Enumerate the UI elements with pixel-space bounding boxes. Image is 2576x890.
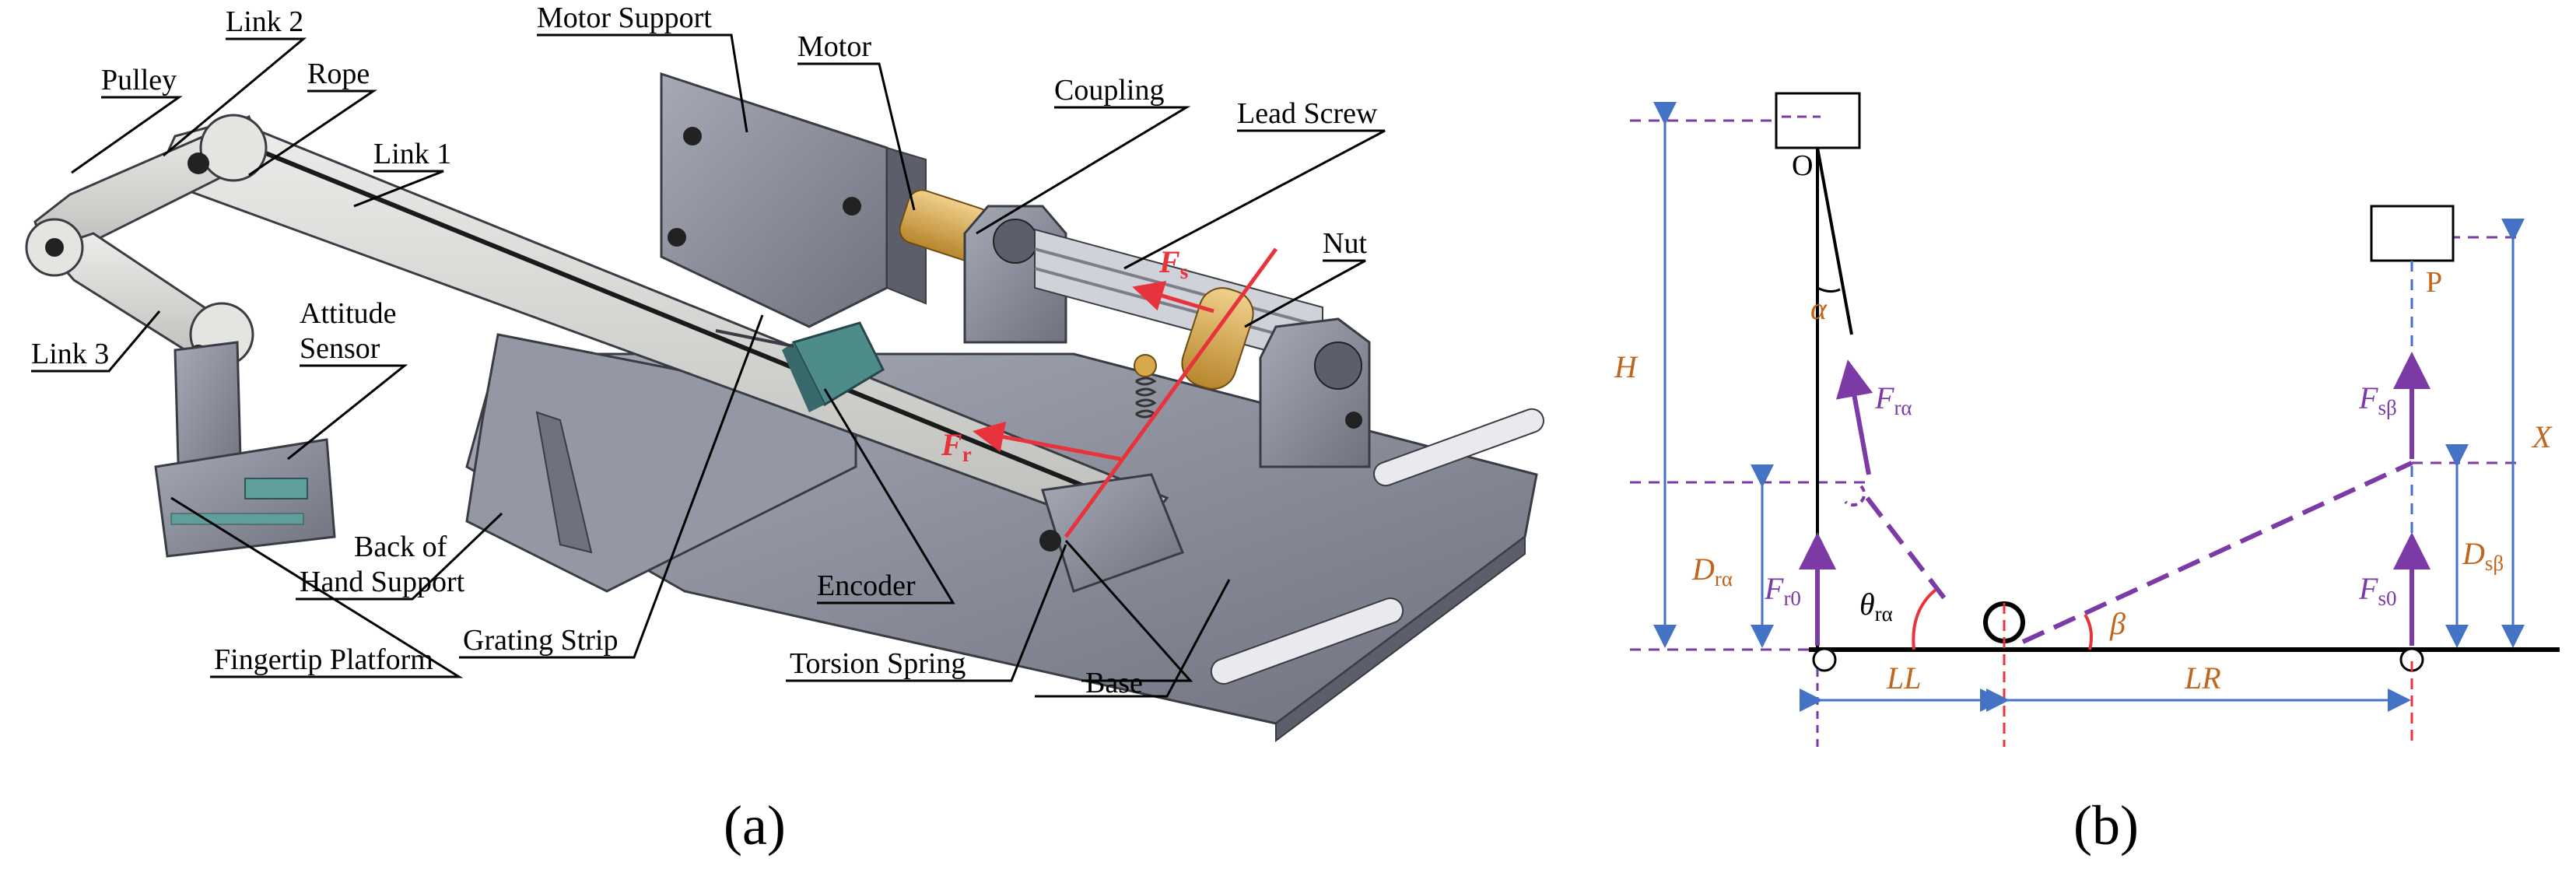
D-s-beta-label: Dsβ bbox=[2462, 536, 2504, 575]
label-back-of: Back of bbox=[354, 531, 447, 563]
force-Fs-arrow bbox=[1132, 280, 1214, 314]
left-link-dashed bbox=[1865, 496, 1947, 601]
pulley-box-O bbox=[1775, 92, 1861, 149]
label-coupling: Coupling bbox=[1054, 74, 1164, 107]
D-r-alpha-label: Drα bbox=[1691, 552, 1733, 590]
torsion-spring-cap bbox=[1134, 354, 1157, 377]
LL-label: LL bbox=[1886, 660, 1922, 696]
label-lead-screw: Lead Screw bbox=[1237, 97, 1378, 130]
alpha-angle-arc bbox=[1817, 286, 1841, 293]
label-link-3: Link 3 bbox=[31, 338, 109, 370]
nut bbox=[1181, 287, 1254, 390]
label-hand-support: Hand Support bbox=[300, 566, 465, 598]
dimension-arrows bbox=[1653, 102, 2525, 712]
label-grating-strip: Grating Strip bbox=[463, 624, 618, 657]
label-link-2: Link 2 bbox=[226, 5, 303, 38]
F-s0-label: Fs0 bbox=[2358, 571, 2396, 610]
motor-support-block bbox=[660, 72, 888, 328]
lead-screw-rod-line bbox=[1034, 247, 1323, 328]
pulley-box-P bbox=[2370, 205, 2455, 262]
H-label: H bbox=[1614, 349, 1638, 384]
X-label: X bbox=[2531, 419, 2553, 454]
bearing-screw bbox=[1345, 412, 1362, 429]
panel-a-caption: (a) bbox=[724, 794, 786, 857]
bearing-hole bbox=[1314, 342, 1362, 390]
theta-angle-arc bbox=[1912, 588, 1937, 650]
encoder-side bbox=[782, 342, 825, 412]
label-link-1: Link 1 bbox=[373, 138, 451, 170]
red-reference-line bbox=[1064, 247, 1278, 538]
motor-support-screw bbox=[843, 197, 861, 215]
pulley-left-screw bbox=[45, 238, 64, 257]
force-Fr-label: Fr bbox=[941, 427, 972, 466]
force-Fs-label: Fs bbox=[1158, 244, 1188, 283]
leader-lines bbox=[31, 33, 1386, 698]
ground-pin-left bbox=[1812, 647, 1837, 672]
theta-label: θrα bbox=[1859, 587, 1893, 625]
base-slot-1 bbox=[1210, 597, 1404, 685]
base-slot-2 bbox=[1373, 408, 1544, 487]
label-torsion-spring: Torsion Spring bbox=[790, 647, 966, 680]
panel-b-caption: (b) bbox=[2073, 794, 2139, 857]
label-encoder: Encoder bbox=[817, 569, 916, 602]
label-nut: Nut bbox=[1323, 227, 1367, 260]
label-sensor: Sensor bbox=[300, 332, 380, 365]
encoder-screw bbox=[1039, 530, 1061, 552]
hand-support-leg bbox=[535, 411, 593, 554]
pulley-top bbox=[199, 114, 268, 182]
platform-top bbox=[170, 513, 304, 525]
attitude-sensor bbox=[244, 478, 308, 499]
bearing-hole bbox=[993, 219, 1038, 264]
encoder-block bbox=[1041, 473, 1184, 593]
beta-angle-arc bbox=[2084, 613, 2093, 650]
alpha-label: α bbox=[1810, 291, 1828, 326]
pulley-top-screw bbox=[188, 152, 209, 174]
label-fingertip-platform: Fingertip Platform bbox=[214, 643, 433, 676]
base-plate-front-edge bbox=[1275, 535, 1526, 742]
LR-label: LR bbox=[2184, 660, 2221, 696]
F-r0-label: Fr0 bbox=[1764, 571, 1801, 610]
beta-label: β bbox=[2109, 606, 2126, 641]
F-s-beta-label: Fsβ bbox=[2358, 380, 2397, 419]
F-r-alpha-label: Frα bbox=[1874, 380, 1912, 419]
panel-b-force-diagram: O P α Frα Fr0 θrα β Fsβ Fs0 bbox=[1614, 92, 2560, 857]
left-link-hinge bbox=[1844, 485, 1866, 507]
lead-screw-bearing-right bbox=[1259, 317, 1371, 468]
label-attitude: Attitude bbox=[300, 297, 397, 330]
label-base: Base bbox=[1085, 667, 1143, 699]
label-motor-support: Motor Support bbox=[537, 2, 712, 34]
label-rope: Rope bbox=[307, 58, 370, 90]
rope-alpha-line bbox=[1816, 147, 1853, 335]
point-P-label: P bbox=[2426, 266, 2442, 299]
panel-a-device-illustration: Fs Fr Link 2 Pulley Rope bbox=[25, 2, 1544, 857]
point-O-label: O bbox=[1792, 149, 1813, 182]
motor-support-screw bbox=[683, 127, 702, 145]
right-link-dashed bbox=[2021, 461, 2413, 644]
label-pulley: Pulley bbox=[101, 64, 177, 96]
torsion-spring bbox=[1135, 377, 1157, 419]
motor-support-screw bbox=[668, 228, 686, 247]
label-motor: Motor bbox=[797, 30, 871, 63]
force-Fr-arrow bbox=[973, 421, 1121, 461]
F-r-alpha-arrow bbox=[1835, 359, 1873, 475]
